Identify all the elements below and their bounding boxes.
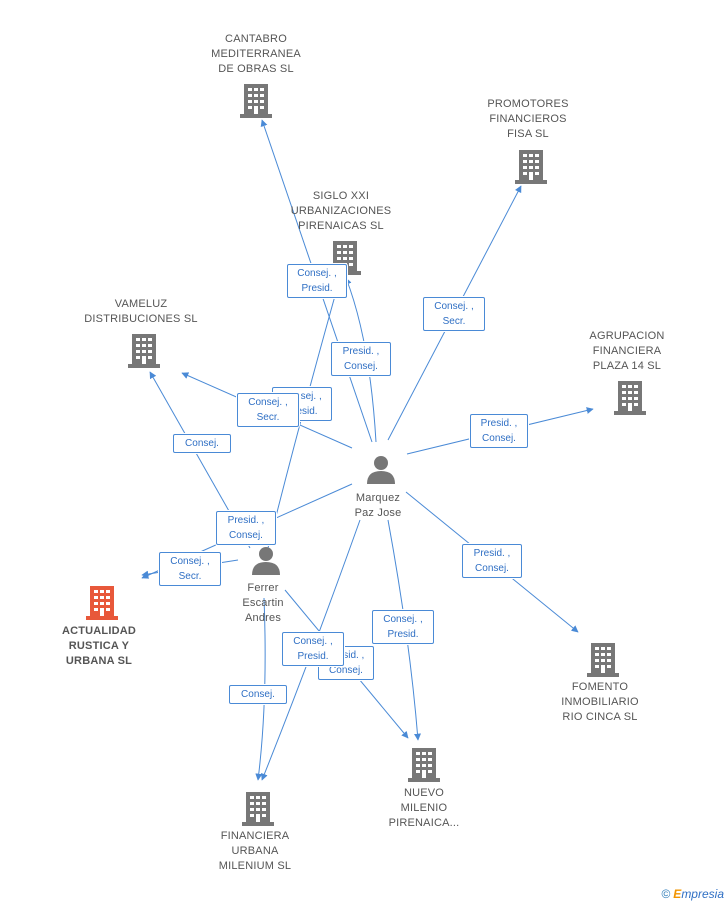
company-label: SIGLO XXI URBANIZACIONES PIRENAICAS SL (290, 190, 392, 232)
building-icon[interactable] (587, 641, 619, 677)
relation-label[interactable]: Presid. , Consej. (331, 342, 391, 376)
relation-label[interactable]: Presid. , Consej. (470, 414, 528, 448)
building-icon[interactable] (128, 332, 160, 368)
building-icon[interactable] (86, 584, 118, 620)
relation-label[interactable]: Consej. , Presid. (287, 264, 347, 298)
relation-label[interactable]: Consej. (229, 685, 287, 704)
company-node-promotores[interactable]: PROMOTORES FINANCIEROS FISA SL (468, 97, 588, 142)
company-node-cantabro[interactable]: CANTABRO MEDITERRANEA DE OBRAS SL (196, 32, 316, 77)
brand-name: mpresia (681, 887, 724, 901)
company-node-actualidad[interactable]: ACTUALIDAD RUSTICA Y URBANA SL (44, 624, 154, 669)
person-node-ferrer[interactable]: Ferrer Escartin Andres (218, 581, 308, 626)
brand-logo: ©Empresia (661, 887, 724, 901)
company-node-financiera[interactable]: FINANCIERA URBANA MILENIUM SL (205, 829, 305, 874)
company-label: CANTABRO MEDITERRANEA DE OBRAS SL (211, 33, 301, 75)
company-label: FINANCIERA URBANA MILENIUM SL (218, 830, 292, 872)
company-node-fomento[interactable]: FOMENTO INMOBILIARIO RIO CINCA SL (544, 680, 656, 725)
building-icon[interactable] (408, 746, 440, 782)
relation-label[interactable]: Consej. , Presid. (372, 610, 434, 644)
company-node-agrupacion[interactable]: AGRUPACION FINANCIERA PLAZA 14 SL (567, 329, 687, 374)
relation-label[interactable]: Consej. , Secr. (159, 552, 221, 586)
relation-label[interactable]: Presid. , Consej. (462, 544, 522, 578)
person-label: Marquez Paz Jose (354, 492, 402, 519)
company-label: NUEVO MILENIO PIRENAICA... (388, 787, 460, 829)
company-node-nuevo[interactable]: NUEVO MILENIO PIRENAICA... (374, 786, 474, 831)
relation-label[interactable]: Consej. , Secr. (237, 393, 299, 427)
building-icon[interactable] (614, 379, 646, 415)
company-label: AGRUPACION FINANCIERA PLAZA 14 SL (589, 330, 665, 372)
company-node-vameluz[interactable]: VAMELUZ DISTRIBUCIONES SL (76, 297, 206, 327)
person-node-marquez[interactable]: Marquez Paz Jose (333, 491, 423, 521)
company-label: PROMOTORES FINANCIEROS FISA SL (487, 98, 569, 140)
company-label: ACTUALIDAD RUSTICA Y URBANA SL (61, 625, 137, 667)
relation-label[interactable]: Consej. , Presid. (282, 632, 344, 666)
relation-label[interactable]: Presid. , Consej. (216, 511, 276, 545)
relation-label[interactable]: Consej. , Secr. (423, 297, 485, 331)
relation-label[interactable]: Consej. (173, 434, 231, 453)
person-icon[interactable] (366, 454, 396, 484)
company-label: FOMENTO INMOBILIARIO RIO CINCA SL (561, 681, 639, 723)
company-label: VAMELUZ DISTRIBUCIONES SL (84, 298, 198, 325)
building-icon[interactable] (242, 790, 274, 826)
company-node-siglo[interactable]: SIGLO XXI URBANIZACIONES PIRENAICAS SL (281, 189, 401, 234)
brand-initial: E (673, 887, 682, 901)
building-icon[interactable] (515, 148, 547, 184)
person-label: Ferrer Escartin Andres (242, 582, 284, 624)
person-icon[interactable] (251, 545, 281, 575)
copyright-symbol: © (661, 887, 671, 901)
building-icon[interactable] (240, 82, 272, 118)
